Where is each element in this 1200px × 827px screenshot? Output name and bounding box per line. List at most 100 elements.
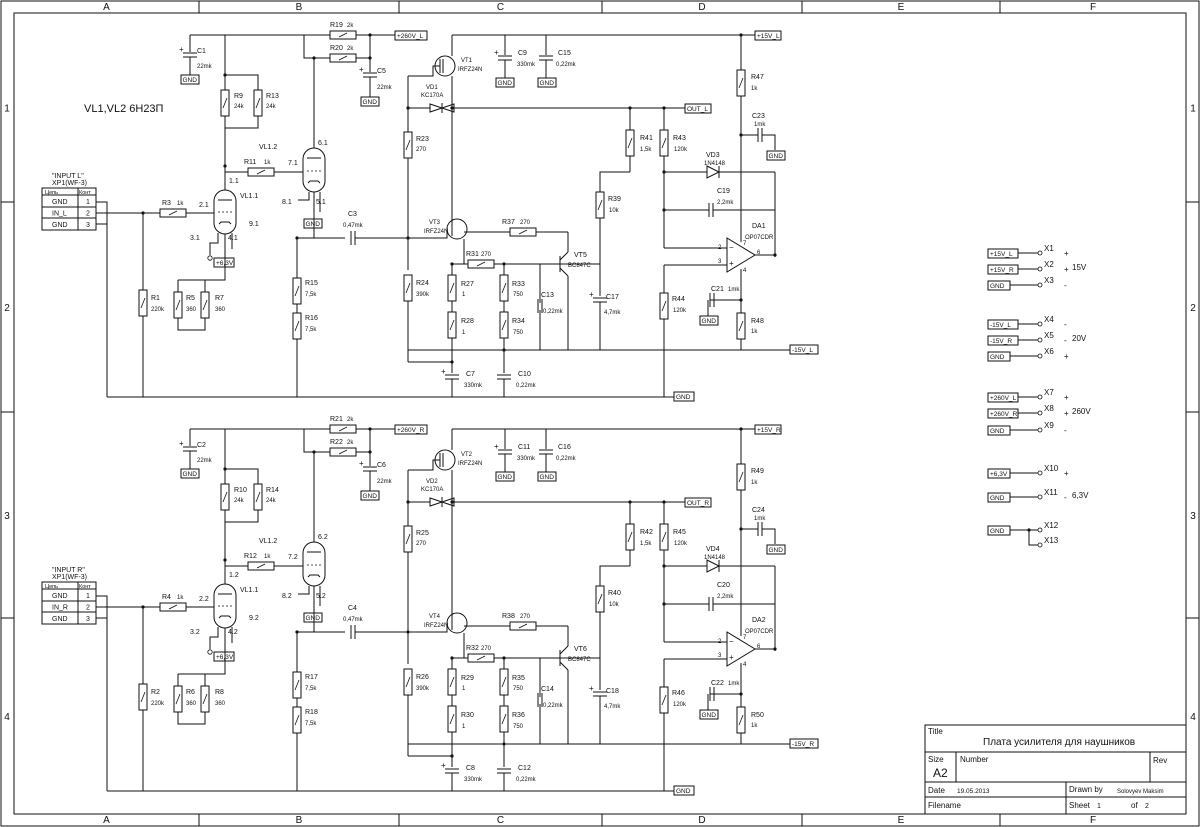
resistor-mark bbox=[256, 563, 266, 569]
capacitor-C18: + bbox=[589, 684, 607, 697]
value: IRFZ24N bbox=[424, 229, 448, 235]
ref: R37 bbox=[502, 219, 515, 226]
pin-label: 3.1 bbox=[190, 235, 200, 242]
gnd-box bbox=[495, 471, 515, 482]
resistor-R15 bbox=[292, 277, 302, 305]
value: 1mk bbox=[728, 287, 740, 293]
ref: R31 bbox=[466, 251, 479, 258]
ref: R6 bbox=[186, 689, 195, 696]
resistor-R16 bbox=[292, 312, 302, 340]
bjt-emitter bbox=[559, 661, 569, 671]
value: 0,22mk bbox=[543, 309, 564, 315]
ref: R26 bbox=[416, 674, 429, 681]
ref: C11 bbox=[518, 444, 530, 451]
resistor-R42 bbox=[625, 523, 635, 551]
ref: R7 bbox=[215, 295, 224, 302]
zener-diode bbox=[429, 103, 455, 113]
ref: R45 bbox=[673, 529, 686, 536]
plus-sign: + bbox=[589, 684, 594, 693]
resistor-mark bbox=[501, 676, 507, 688]
power-pin-X8: +260V_RX8+260V bbox=[987, 404, 1091, 419]
column-label-B: B bbox=[296, 815, 303, 826]
gnd-label: GND bbox=[699, 315, 719, 326]
column-label-F: F bbox=[1090, 2, 1096, 13]
value: 22mk bbox=[377, 85, 393, 91]
capacitor-C10 bbox=[497, 374, 511, 380]
pin-label: 6.1 bbox=[318, 140, 328, 147]
resistor-mark bbox=[405, 139, 411, 151]
ref: R18 bbox=[305, 709, 318, 716]
resistor-mark bbox=[518, 623, 528, 629]
diode-triangle bbox=[706, 165, 721, 179]
resistor-mark bbox=[449, 676, 455, 688]
resistor-mark bbox=[338, 32, 348, 38]
ref: C1 bbox=[197, 48, 206, 55]
signal-diode bbox=[706, 559, 721, 573]
net-text: +15V_L bbox=[990, 251, 1013, 258]
date-label: Date bbox=[928, 786, 945, 795]
terminal-circle bbox=[207, 255, 213, 261]
column-label-E: E bbox=[898, 815, 905, 826]
gnd-box bbox=[180, 468, 200, 479]
drawn-by-label: Drawn by bbox=[1069, 785, 1103, 794]
wire bbox=[224, 116, 259, 129]
wire bbox=[178, 234, 226, 281]
plus-sign: + bbox=[359, 65, 364, 74]
resistor-R13 bbox=[253, 89, 263, 117]
tube-label: VL1.1 bbox=[240, 193, 258, 200]
wire bbox=[408, 623, 448, 633]
sign: + bbox=[1064, 352, 1069, 361]
ref: R16 bbox=[305, 315, 318, 322]
net-text: +15V_R bbox=[990, 267, 1014, 274]
resistor-R27 bbox=[447, 274, 457, 302]
ref: VD2 bbox=[426, 479, 438, 485]
wire bbox=[177, 712, 206, 725]
value: BC847C bbox=[568, 263, 591, 269]
ref: R11 bbox=[244, 159, 256, 166]
ref: VD4 bbox=[706, 546, 720, 553]
wire bbox=[408, 459, 440, 471]
pin-label: 7.1 bbox=[288, 160, 298, 167]
value: 22mk bbox=[377, 479, 393, 485]
gnd-label: GND bbox=[303, 612, 323, 623]
value: 1,5k bbox=[640, 147, 652, 153]
power-pin-X7: +260V_LX7+ bbox=[987, 388, 1069, 403]
signal-diode bbox=[706, 165, 721, 179]
capacitor-C1: + bbox=[179, 45, 197, 58]
junction-dot bbox=[312, 450, 316, 454]
ref: VD3 bbox=[706, 152, 720, 159]
value: 360 bbox=[186, 701, 197, 707]
table-cell: 2 bbox=[86, 211, 90, 218]
resistor-R29 bbox=[447, 668, 457, 696]
resistor-R23 bbox=[403, 131, 413, 159]
resistor-mark bbox=[738, 471, 744, 483]
resistor-R20 bbox=[329, 53, 357, 63]
ref: VT4 bbox=[429, 614, 441, 620]
ref: C12 bbox=[518, 765, 531, 772]
pin-label: X4 bbox=[1044, 315, 1054, 324]
ref: R1 bbox=[151, 295, 160, 302]
junction-dot bbox=[450, 754, 454, 758]
value: 1mk bbox=[754, 122, 766, 128]
gnd-text: GND bbox=[540, 474, 555, 481]
junction-dot bbox=[406, 106, 410, 110]
junction-dot bbox=[628, 106, 632, 110]
ref: R41 bbox=[640, 135, 653, 142]
rev-label: Rev bbox=[1153, 756, 1167, 765]
plus-sign: + bbox=[179, 45, 184, 54]
net-text: +15V_R bbox=[757, 427, 781, 434]
gnd-label: GND bbox=[360, 96, 380, 107]
resistor-R50 bbox=[736, 706, 746, 734]
op-amp: −+ bbox=[726, 237, 756, 273]
net-text: GND bbox=[990, 283, 1005, 290]
tube-envelope bbox=[213, 189, 237, 235]
zener-diode bbox=[429, 497, 455, 507]
table-cell: 3 bbox=[86, 616, 90, 623]
resistor-R35 bbox=[499, 668, 509, 696]
title-label: Title bbox=[928, 727, 943, 736]
column-label-E: E bbox=[898, 2, 905, 13]
capacitor-C14 bbox=[537, 693, 543, 707]
